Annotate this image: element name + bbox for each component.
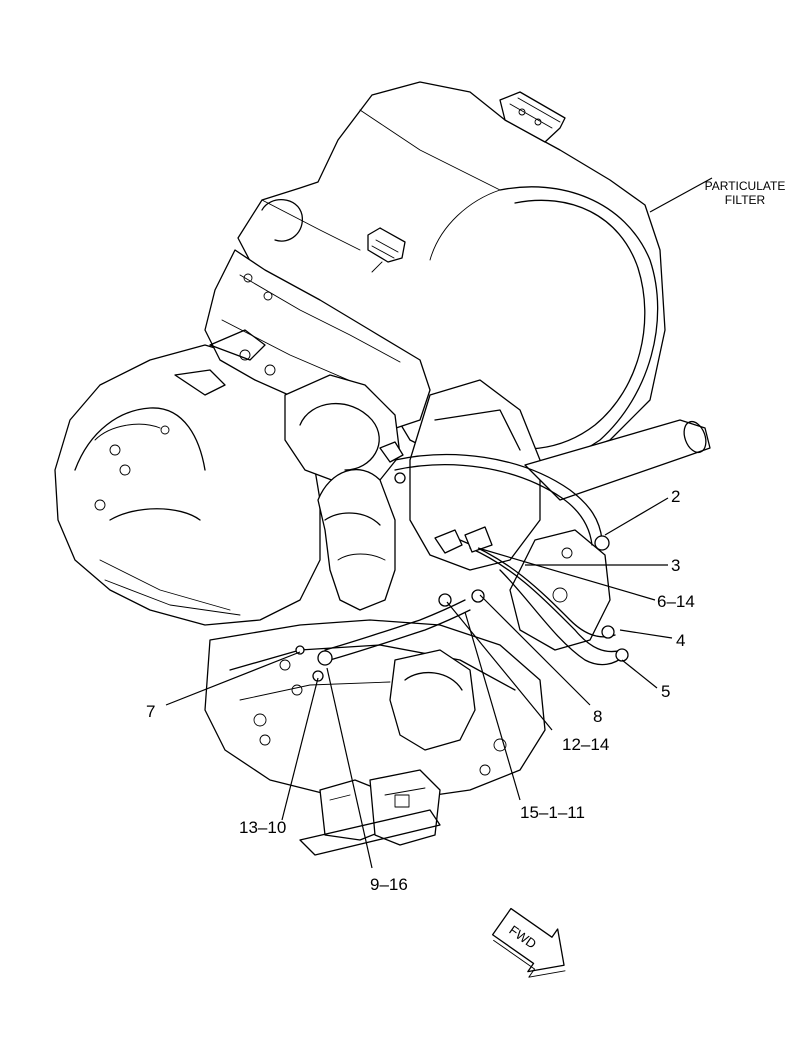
leader-lines: [165, 177, 713, 869]
callout-15-1-11: 15–1–11: [520, 803, 585, 822]
leader-15-1-11: [464, 611, 521, 801]
callout-4: 4: [676, 631, 685, 650]
callout-12-14: 12–14: [562, 735, 609, 754]
leader-5: [621, 659, 658, 689]
leader-12-14: [446, 601, 553, 731]
callout-2: 2: [671, 487, 680, 506]
callout-6-14: 6–14: [657, 592, 695, 611]
leader-8: [479, 594, 591, 706]
callout-3: 3: [671, 556, 680, 575]
callout-9-16: 9–16: [370, 875, 408, 894]
leader-13-10: [281, 677, 319, 821]
callout-5: 5: [661, 682, 670, 701]
leader-6-14: [477, 547, 656, 601]
leader-2: [604, 497, 669, 536]
leader-9-16: [326, 667, 373, 869]
callout-13-10: 13–10: [239, 818, 286, 837]
callout-8: 8: [593, 707, 602, 726]
callout-particulate-filter-line2: FILTER: [725, 193, 766, 207]
leader-7: [165, 651, 301, 706]
leader-4: [619, 629, 673, 639]
hose-assemblies: [295, 441, 629, 682]
leader-particulate-filter: [649, 177, 713, 213]
callout-7: 7: [146, 702, 155, 721]
engine-block-drawing: [54, 249, 711, 856]
fwd-direction-arrow: FWD: [491, 907, 566, 978]
callout-particulate-filter-line1: PARTICULATE: [705, 179, 786, 193]
